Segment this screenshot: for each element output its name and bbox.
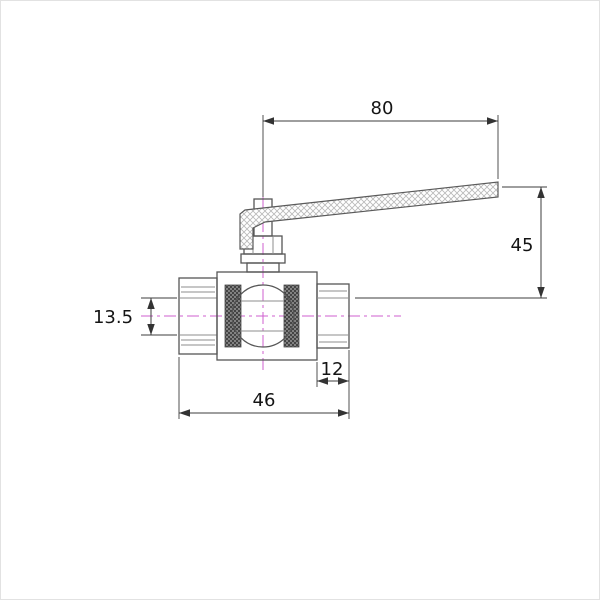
- right-seat-ring: [283, 284, 300, 348]
- right-port-cap: [316, 283, 350, 349]
- dim-label-45: 45: [511, 235, 534, 256]
- right-port-threads: [319, 290, 347, 343]
- dimension-port-depth: 12: [316, 350, 350, 419]
- right-port-bore: [317, 297, 349, 336]
- ball-bore: [241, 300, 284, 332]
- valve-body: [178, 271, 350, 361]
- dimension-body-length: 46: [178, 357, 349, 419]
- left-seat-ring: [224, 284, 242, 348]
- left-port-threads: [181, 286, 215, 346]
- dim-label-12: 12: [321, 359, 344, 380]
- dim-label-46: 46: [253, 390, 276, 411]
- left-port-bore: [179, 297, 217, 336]
- dimension-handle-height: 45: [355, 186, 547, 299]
- dimension-handle-length: 80: [262, 98, 499, 197]
- dim-label-13-5: 13.5: [93, 307, 133, 328]
- ball: [231, 284, 295, 348]
- dim-label-80: 80: [371, 98, 394, 119]
- valve-handle: [239, 181, 499, 250]
- dimension-port-bore: 13.5: [93, 297, 177, 336]
- lever-handle: [239, 181, 499, 250]
